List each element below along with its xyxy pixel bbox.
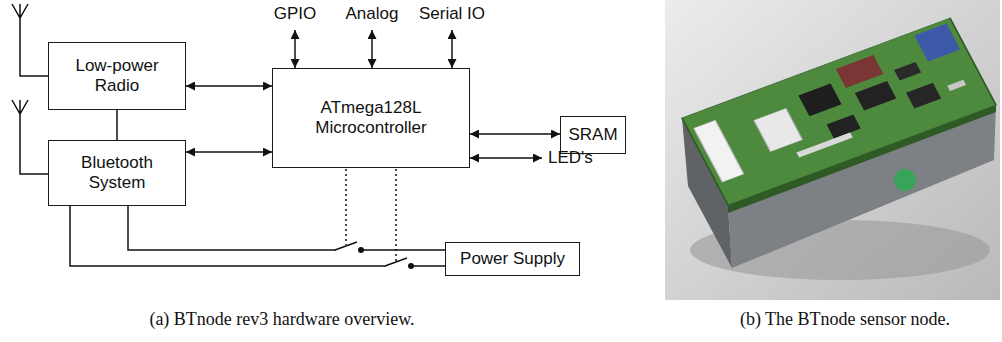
btnode-photo — [682, 18, 996, 205]
io-arrow — [371, 30, 373, 68]
btnode-photo — [798, 83, 841, 116]
process-box: ATmega128L Microcontroller — [272, 68, 470, 168]
connector-line — [128, 206, 445, 250]
btnode-photo — [914, 23, 960, 61]
switch-symbol — [335, 242, 357, 250]
connector-line — [186, 85, 272, 87]
switch-symbol — [408, 263, 414, 269]
btnode-photo — [894, 169, 916, 191]
connector-line — [116, 110, 118, 140]
btnode-photo — [836, 55, 884, 88]
btnode-photo — [754, 108, 803, 151]
connector-line — [470, 133, 560, 135]
switch-symbol — [336, 245, 360, 255]
btnode-photo — [855, 81, 896, 110]
signal-label: LED's — [548, 148, 593, 168]
box-text: Power Supply — [460, 249, 565, 269]
process-box: Low-power Radio — [48, 42, 186, 110]
io-arrow — [470, 157, 542, 159]
control-line — [346, 169, 396, 261]
btnode-photo — [796, 132, 852, 157]
switch-symbol — [386, 261, 410, 271]
antenna-symbol — [12, 100, 48, 174]
box-text: Low-power Radio — [62, 56, 172, 97]
io-arrow — [451, 30, 453, 68]
connector-line — [70, 206, 445, 266]
process-box: Power Supply — [445, 242, 580, 276]
btnode-photo — [947, 80, 966, 91]
antenna-symbol — [12, 4, 48, 76]
box-text: SRAM — [568, 125, 617, 145]
box-text: ATmega128L Microcontroller — [286, 98, 456, 139]
btnode-photo — [665, 0, 1000, 300]
signal-label: GPIO — [274, 4, 317, 24]
control-line — [345, 169, 347, 245]
btnode-photo — [694, 120, 744, 182]
process-box: Bluetooth System — [48, 140, 186, 206]
btnode-photo — [682, 18, 996, 205]
signal-label: Serial IO — [419, 4, 485, 24]
box-text: Bluetooth System — [62, 153, 172, 194]
signal-label: Analog — [346, 4, 399, 24]
antenna-symbol — [12, 4, 48, 174]
btnode-photo — [906, 83, 941, 109]
btnode-photo — [894, 62, 921, 80]
figure-caption: (b) The BTnode sensor node. — [740, 309, 950, 331]
btnode-photo — [665, 0, 1000, 300]
io-arrow — [294, 30, 296, 68]
switch-symbol — [335, 242, 414, 271]
switch-symbol — [358, 247, 364, 253]
figure-caption: (a) BTnode rev3 hardware overview. — [149, 309, 414, 331]
control-line — [395, 169, 397, 261]
connector-line — [186, 151, 272, 153]
